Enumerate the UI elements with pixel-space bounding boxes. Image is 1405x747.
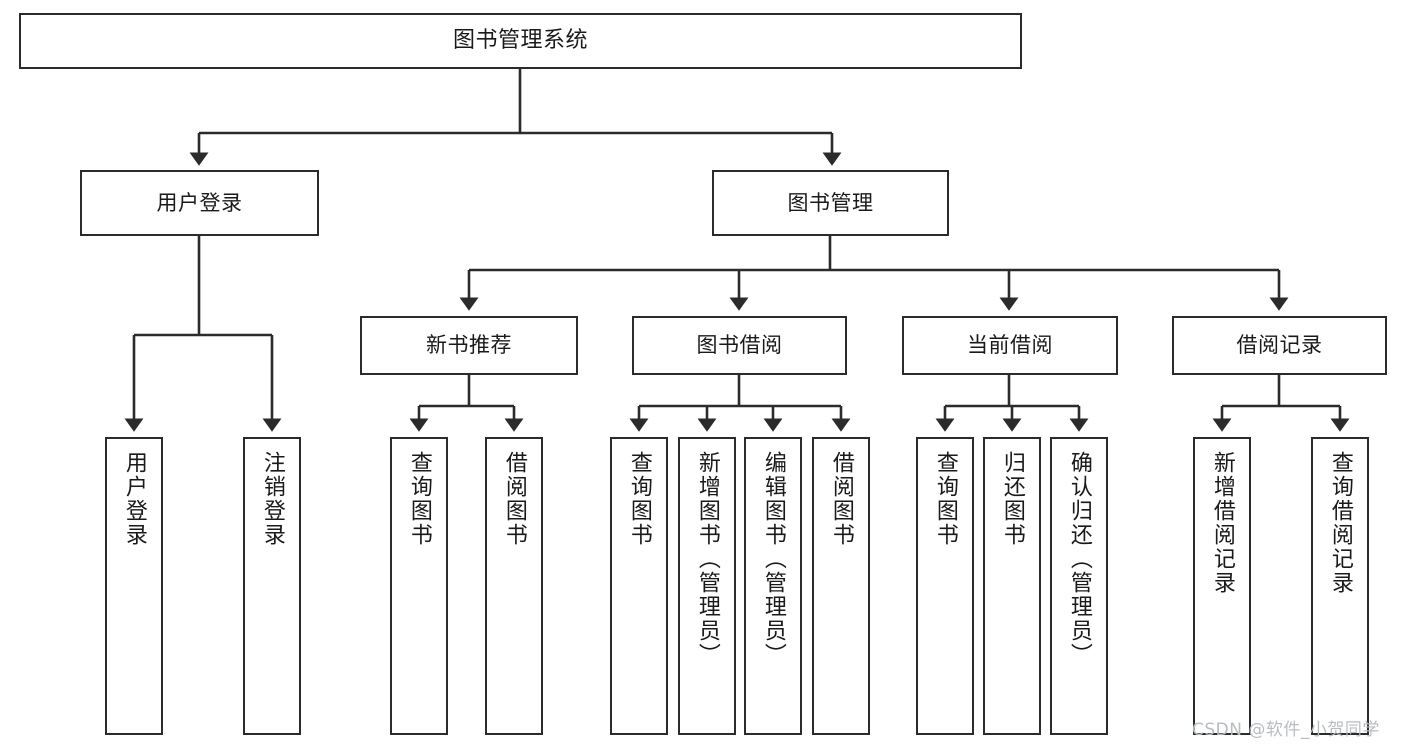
csdn-watermark: CSDN @软件_小贺同学 — [1192, 720, 1380, 740]
node-leaf-user-login[interactable]: 用户登录 — [105, 437, 163, 735]
node-label: 编辑图书（管理员） — [760, 451, 786, 667]
node-leaf-add-book-admin[interactable]: 新增图书（管理员） — [678, 437, 736, 735]
node-label: 借阅图书 — [828, 451, 854, 547]
node-label: 借阅图书 — [501, 451, 527, 547]
node-leaf-confirm-return-admin[interactable]: 确认归还（管理员） — [1050, 437, 1108, 735]
node-label: 查询图书 — [626, 451, 652, 547]
node-user-login[interactable]: 用户登录 — [80, 170, 319, 236]
node-label: 借阅记录 — [1236, 333, 1323, 358]
node-leaf-query-book-recommend[interactable]: 查询图书 — [390, 437, 448, 735]
node-label: 当前借阅 — [967, 333, 1053, 358]
node-label: 新书推荐 — [426, 333, 512, 358]
node-leaf-return-book[interactable]: 归还图书 — [983, 437, 1041, 735]
node-label: 新增图书（管理员） — [694, 451, 720, 667]
node-current-borrow[interactable]: 当前借阅 — [902, 316, 1118, 375]
node-label: 新增借阅记录 — [1209, 451, 1235, 595]
node-leaf-query-book-borrow[interactable]: 查询图书 — [610, 437, 668, 735]
node-borrow-record[interactable]: 借阅记录 — [1172, 316, 1387, 375]
node-label: 图书借阅 — [696, 333, 783, 358]
node-label: 确认归还（管理员） — [1066, 451, 1092, 667]
node-label: 用户登录 — [156, 190, 243, 215]
node-label: 查询借阅记录 — [1327, 451, 1353, 595]
node-label: 用户登录 — [121, 451, 147, 547]
node-leaf-add-borrow-record[interactable]: 新增借阅记录 — [1193, 437, 1251, 735]
node-leaf-borrow-book[interactable]: 借阅图书 — [812, 437, 870, 735]
node-root-book-management-system[interactable]: 图书管理系统 — [19, 13, 1022, 69]
node-label: 归还图书 — [999, 451, 1025, 547]
node-book-borrow[interactable]: 图书借阅 — [632, 316, 847, 375]
node-leaf-query-book-current[interactable]: 查询图书 — [916, 437, 974, 735]
node-leaf-borrow-book-recommend[interactable]: 借阅图书 — [485, 437, 543, 735]
node-label: 注销登录 — [259, 451, 285, 547]
node-new-book-recommend[interactable]: 新书推荐 — [360, 316, 578, 375]
node-leaf-edit-book-admin[interactable]: 编辑图书（管理员） — [744, 437, 802, 735]
node-label: 图书管理系统 — [452, 28, 588, 54]
node-book-management[interactable]: 图书管理 — [712, 170, 949, 236]
node-leaf-user-logout[interactable]: 注销登录 — [243, 437, 301, 735]
node-leaf-query-borrow-record[interactable]: 查询借阅记录 — [1311, 437, 1369, 735]
node-label: 查询图书 — [406, 451, 432, 547]
node-label: 图书管理 — [787, 190, 874, 215]
node-label: 查询图书 — [932, 451, 958, 547]
